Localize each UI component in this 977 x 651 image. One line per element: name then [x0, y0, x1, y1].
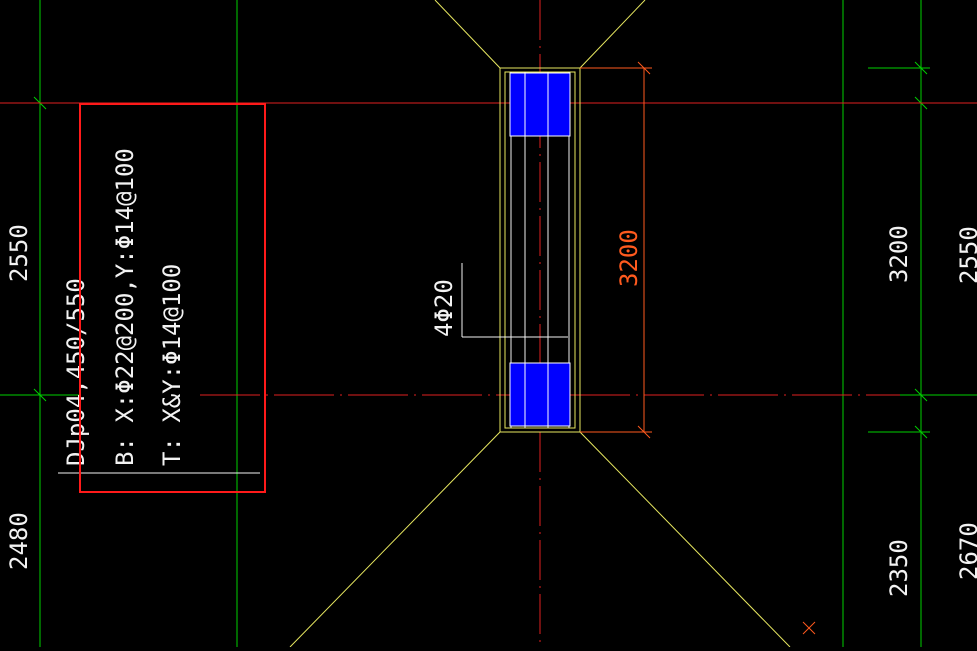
right-dim-outer-top: 2550: [955, 226, 977, 284]
rebar-note-leader: [461, 263, 568, 338]
right-dim-outer-bottom: 2670: [955, 522, 977, 580]
footing-label-line3: T: X&Y:Φ14@100: [158, 264, 186, 466]
rebar-note-text: 4Φ20: [430, 279, 458, 337]
column-top[interactable]: [509, 72, 571, 137]
right-dim-inner-bottom: 2350: [885, 539, 913, 597]
footing-label-line1: DJp04,450/550: [62, 278, 90, 466]
right-dim-inner-top: 3200: [885, 225, 913, 283]
left-dim-top: 2550: [5, 224, 33, 282]
column-bottom[interactable]: [509, 362, 571, 427]
left-dim-bottom: 2480: [5, 512, 33, 570]
footing-label-line2: B: X:Φ22@200,Y:Φ14@100: [111, 148, 139, 466]
footing-outline: [289, 0, 791, 648]
selection-highlight-box[interactable]: [79, 103, 266, 493]
beam-dimension-line: [580, 61, 816, 635]
beam-dimension-text: 3200: [615, 229, 643, 287]
